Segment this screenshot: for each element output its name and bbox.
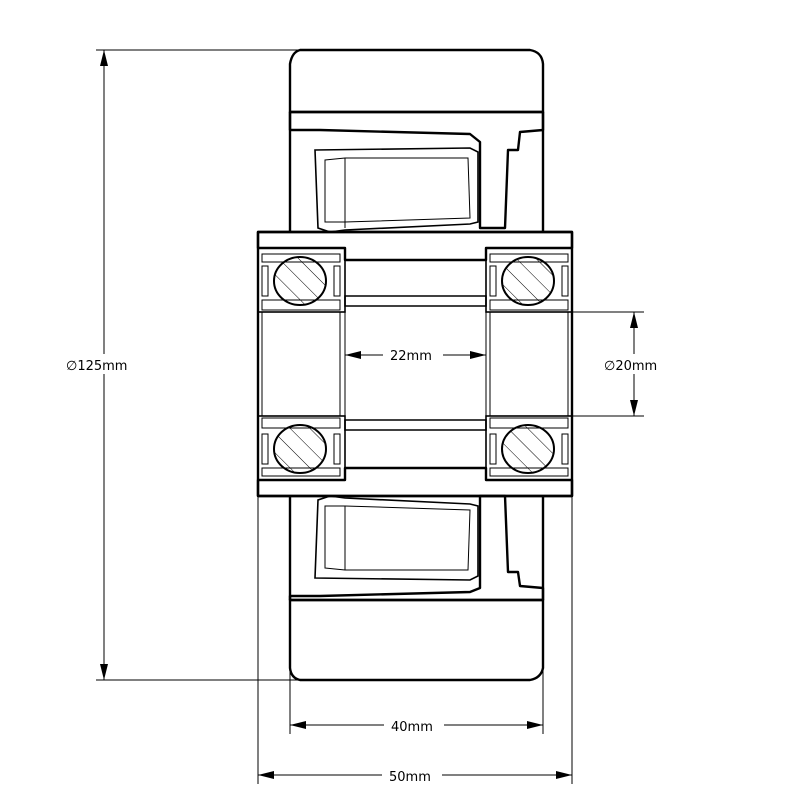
dim-tread-width xyxy=(289,600,544,735)
spacer-length-label: 22mm xyxy=(390,349,432,364)
tread-top xyxy=(288,48,545,114)
rim-bottom xyxy=(288,494,545,602)
dim-spacer-length xyxy=(345,345,486,365)
right-bearing xyxy=(485,247,573,481)
wheel-flanks xyxy=(288,112,545,600)
dim-overall-diameter xyxy=(60,49,300,681)
tread-width-label: 40mm xyxy=(391,720,433,735)
dim-overall-width xyxy=(257,496,573,785)
tread-bottom xyxy=(288,598,545,682)
dim-bore-diameter xyxy=(572,311,670,417)
rim-top xyxy=(288,110,545,233)
overall-width-label: 50mm xyxy=(389,770,431,785)
overall-diameter-label: ∅125mm xyxy=(66,359,127,374)
bore-diameter-label: ∅20mm xyxy=(604,359,657,374)
left-bearing xyxy=(257,247,346,481)
bore xyxy=(344,312,487,416)
